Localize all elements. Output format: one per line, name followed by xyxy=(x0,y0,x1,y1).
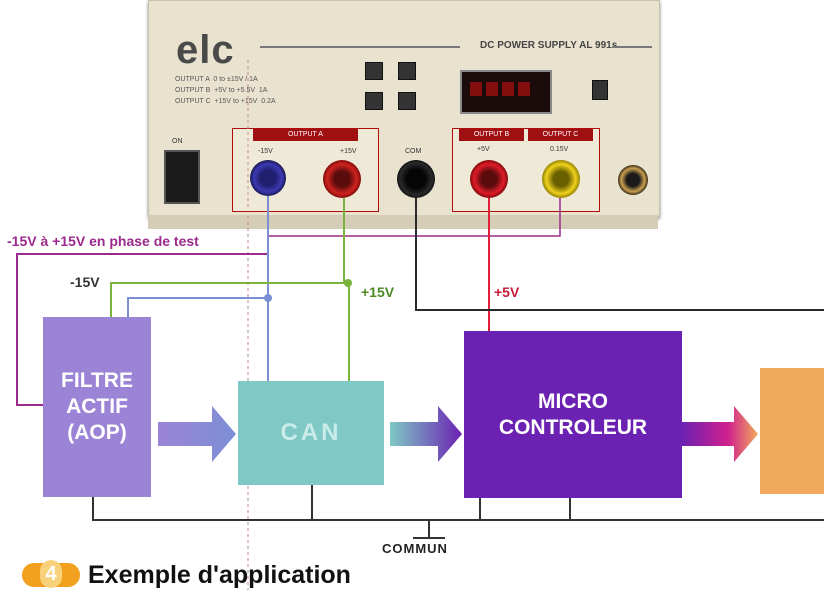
filtre-line-1: FILTRE xyxy=(61,368,133,394)
output-block xyxy=(760,368,824,494)
filtre-actif-block: FILTRE ACTIF (AOP) xyxy=(43,317,151,497)
micro-line-1: MICRO xyxy=(499,389,647,415)
figure-caption: Exemple d'application xyxy=(88,561,351,590)
filtre-line-3: (AOP) xyxy=(61,420,133,446)
figure-number: 4 xyxy=(40,560,62,588)
pos15-node xyxy=(344,279,352,287)
filtre-line-2: ACTIF xyxy=(61,394,133,420)
pos15-wire xyxy=(111,198,344,317)
pos5-label: +5V xyxy=(494,284,519,300)
neg15-label: -15V xyxy=(70,274,100,290)
neg15-wire xyxy=(128,196,268,317)
test-wire-label: -15V à +15V en phase de test xyxy=(7,233,199,249)
ground-label: COMMUN xyxy=(382,541,448,556)
arrow-can-to-micro xyxy=(390,406,462,462)
test-wire-return xyxy=(268,198,560,236)
neg15-node xyxy=(264,294,272,302)
com-wire xyxy=(416,198,824,310)
microcontroleur-block: MICRO CONTROLEUR xyxy=(464,331,682,498)
can-label: CAN xyxy=(281,420,342,446)
arrow-micro-to-output xyxy=(682,406,758,462)
can-block: CAN xyxy=(238,381,384,485)
ground-bus xyxy=(93,497,824,520)
pos15-label: +15V xyxy=(361,284,394,300)
arrow-filtre-to-can xyxy=(158,406,236,462)
micro-line-2: CONTROLEUR xyxy=(499,415,647,441)
